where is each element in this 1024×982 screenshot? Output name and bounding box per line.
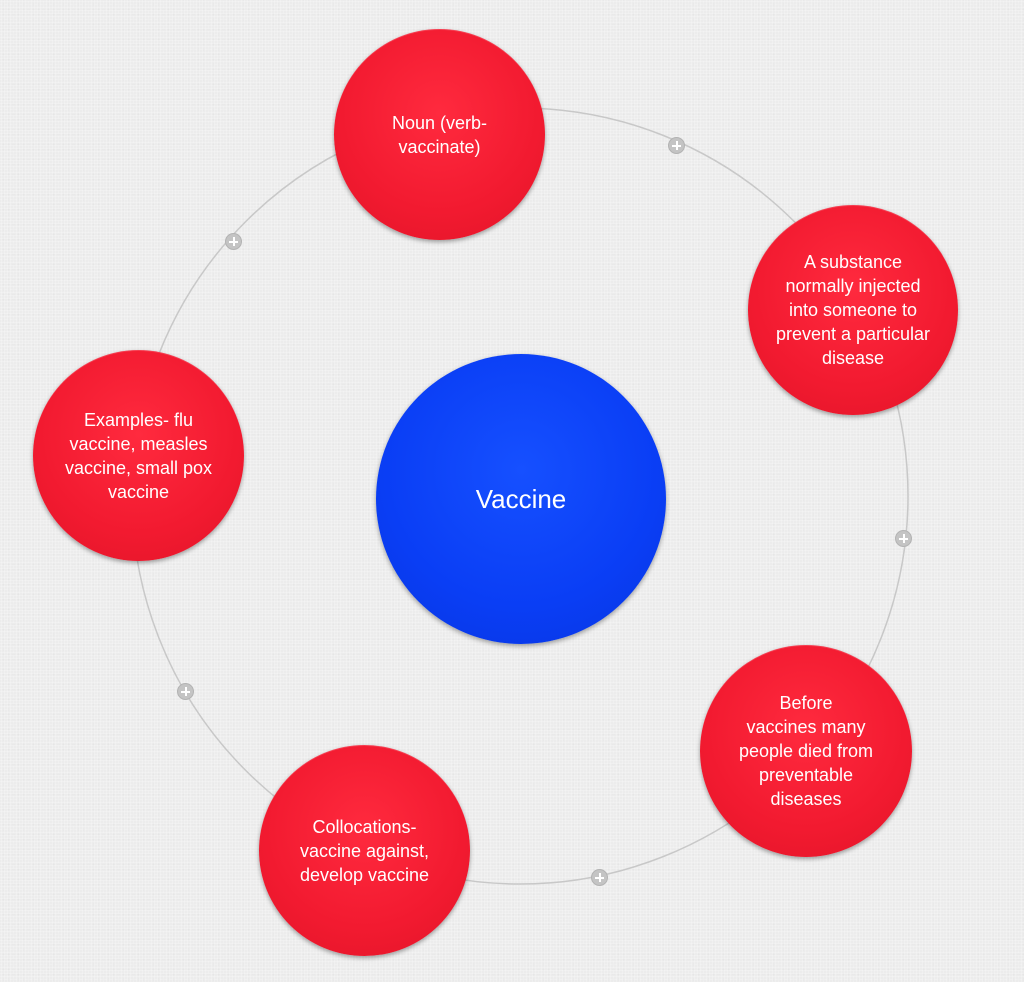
- node-label: A substance normally injected into someo…: [775, 252, 931, 368]
- node-noun[interactable]: Noun (verb- vaccinate): [334, 29, 545, 240]
- node-collocations[interactable]: Collocations- vaccine against, develop v…: [259, 745, 470, 956]
- add-node-icon[interactable]: [895, 530, 912, 547]
- node-label: Before vaccines many people died from pr…: [738, 693, 874, 809]
- add-node-icon[interactable]: [591, 869, 608, 886]
- node-examples[interactable]: Examples- flu vaccine, measles vaccine, …: [33, 350, 244, 561]
- node-label: Examples- flu vaccine, measles vaccine, …: [64, 409, 213, 502]
- add-node-icon[interactable]: [177, 683, 194, 700]
- node-definition[interactable]: A substance normally injected into someo…: [748, 205, 958, 415]
- center-label: Vaccine: [475, 483, 567, 514]
- node-center-vaccine[interactable]: Vaccine: [376, 354, 666, 644]
- node-label: Noun (verb- vaccinate): [391, 112, 488, 157]
- add-node-icon[interactable]: [225, 233, 242, 250]
- node-label: Collocations- vaccine against, develop v…: [299, 816, 430, 885]
- node-history[interactable]: Before vaccines many people died from pr…: [700, 645, 912, 857]
- add-node-icon[interactable]: [668, 137, 685, 154]
